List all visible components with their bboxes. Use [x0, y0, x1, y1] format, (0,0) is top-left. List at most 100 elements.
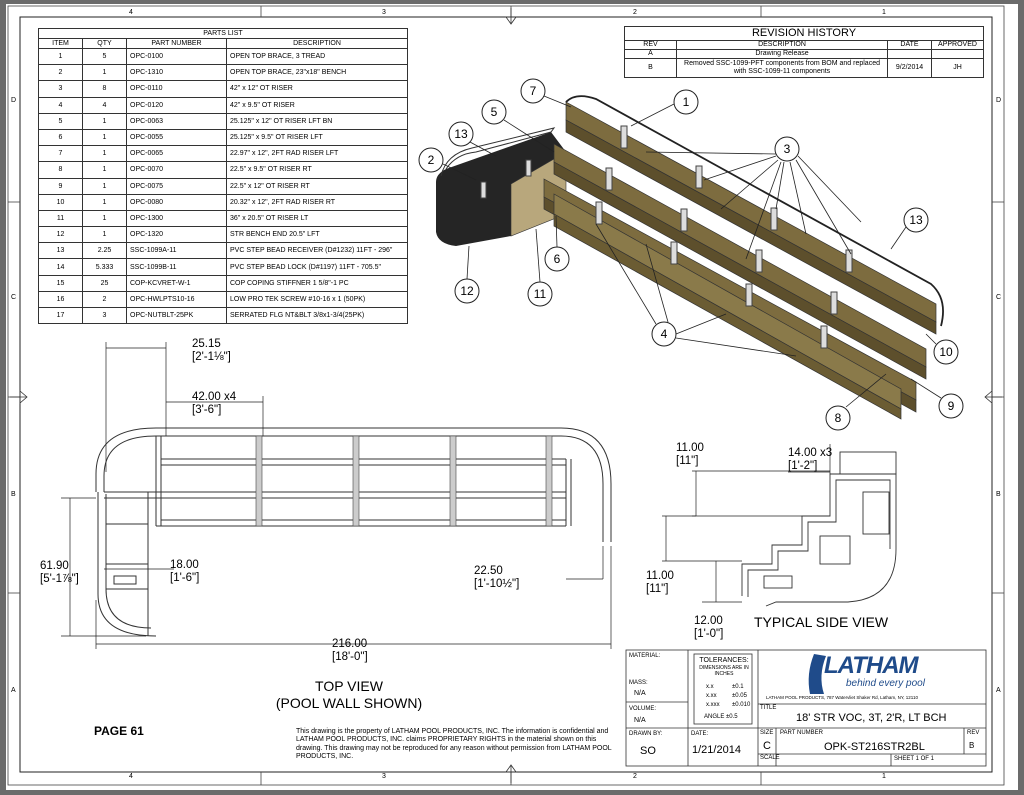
qty-cell: 1	[82, 193, 127, 211]
item-cell: 3	[38, 80, 83, 98]
dim-22-50: 22.50	[474, 565, 503, 577]
title-block-frame	[625, 649, 987, 767]
dim-216: 216.00	[332, 638, 368, 650]
part-number-cell: OPC-0063	[126, 112, 227, 130]
item-cell: 7	[38, 145, 83, 163]
tol-key-1: x.x	[706, 684, 714, 690]
part-number-label: PART NUMBER	[780, 730, 824, 736]
zone-right-b: B	[996, 491, 1001, 498]
description-cell: 22.5" x 9.5" OT RISER RT	[226, 161, 408, 179]
qty-cell: 1	[82, 112, 127, 130]
rev-cell	[887, 49, 932, 59]
tolerances-title: TOLERANCES:	[699, 657, 749, 664]
latham-tagline: behind every pool	[846, 678, 925, 689]
property-notice: This drawing is the property of LATHAM P…	[296, 728, 612, 761]
item-cell: 16	[38, 290, 83, 309]
zone-left-b: B	[11, 491, 16, 498]
description-cell: 36" x 20.5" OT RISER LT	[226, 209, 408, 228]
balloon-6: 6	[554, 252, 561, 266]
part-number-cell: OPC-NUTBLT-25PK	[126, 306, 227, 325]
zone-bottom-2: 2	[633, 773, 637, 780]
qty-cell: 1	[82, 177, 127, 195]
side-dim-12-ft: [1'-0"]	[694, 628, 724, 640]
zone-right-c: C	[996, 294, 1002, 301]
description-cell: STR BENCH END 20.5" LFT	[226, 226, 408, 244]
rev-header-approved: APPROVED	[931, 40, 984, 50]
sheet-label: SHEET 1 OF 1	[894, 756, 934, 762]
dim-42-x4: 42.00 x4	[192, 391, 237, 403]
balloon-10: 10	[939, 345, 953, 359]
dim-61-90: 61.90	[40, 560, 69, 572]
description-cell: PVC STEP BEAD LOCK (D#1197) 11FT - 705.5…	[226, 258, 408, 276]
balloon-13b: 13	[909, 213, 923, 227]
tolerances-sub: DIMENSIONS ARE IN INCHES	[699, 665, 749, 677]
tol-val-2: ±0.05	[732, 693, 747, 699]
balloon-5: 5	[491, 105, 498, 119]
part-number-cell: OPC-0100	[126, 47, 227, 66]
item-cell: 9	[38, 177, 83, 195]
rev-value: B	[969, 741, 975, 750]
latham-logo-mark	[808, 654, 826, 694]
size-value: C	[763, 740, 771, 752]
outer-border	[7, 5, 1005, 786]
scale-label: SCALE	[760, 755, 780, 761]
balloon-2: 2	[428, 153, 435, 167]
description-cell: LOW PRO TEK SCREW #10-16 x 1 (50PK)	[226, 290, 408, 309]
item-cell: 5	[38, 112, 83, 130]
part-number-cell: OPC-1310	[126, 64, 227, 82]
qty-cell: 25	[82, 274, 127, 292]
rev-header-rev: REV	[624, 40, 677, 50]
side-dim-11-mid: 11.00	[646, 570, 674, 582]
part-number-cell: SSC-1099A-11	[126, 242, 227, 260]
part-number-cell: OPC-HWLPTS10-16	[126, 290, 227, 309]
zone-left-a: A	[11, 687, 16, 694]
dim-18: 18.00	[170, 559, 199, 571]
dim-216-ft: [18'-0"]	[332, 651, 368, 663]
dim-22-50-ft: [1'-10½"]	[474, 578, 520, 590]
top-view-caption-sub: (POOL WALL SHOWN)	[275, 695, 423, 711]
dim-42-x4-ft: [3'-6"]	[192, 404, 222, 416]
description-cell: 22.5" x 12" OT RISER RT	[226, 177, 408, 195]
part-number-cell: OPC-0120	[126, 96, 227, 114]
description-cell: 20.32" x 12", 2FT RAD RISER RT	[226, 193, 408, 211]
qty-cell: 5	[82, 47, 127, 66]
dim-25-15: 25.15	[192, 338, 221, 350]
drawing-graphics: 1 2 3 4 5 6 7 8 9 10 11 12 13 13	[7, 5, 1005, 786]
zone-top-1: 1	[882, 9, 886, 16]
revision-row: A Drawing Release	[624, 49, 984, 59]
volume-value: N/A	[634, 717, 646, 724]
side-view-dimension-lines	[662, 444, 831, 603]
balloon-circles	[418, 78, 964, 431]
side-dim-11-top: 11.00	[676, 442, 704, 454]
item-cell: 17	[38, 306, 83, 325]
part-number-value: OPK-ST216STR2BL	[824, 741, 925, 753]
parts-list-table: PARTS LIST ITEM QTY PART NUMBER DESCRIPT…	[38, 28, 408, 325]
description-cell: COP COPING STIFFNER 1 5/8"-1 PC	[226, 274, 408, 292]
top-view-dimension-lines	[61, 342, 612, 649]
isometric-view	[436, 95, 944, 420]
zone-bottom-3: 3	[382, 773, 386, 780]
tol-key-3: x.xxx	[706, 702, 720, 708]
tol-angle: ANGLE ±0.5	[704, 714, 738, 720]
balloon-9: 9	[948, 399, 955, 413]
parts-list-header-part-number: PART NUMBER	[126, 38, 227, 49]
zone-right-a: A	[996, 687, 1001, 694]
size-label: SIZE	[760, 730, 774, 736]
revision-history-table: REVISION HISTORY REV DESCRIPTION DATE AP…	[624, 26, 984, 78]
part-number-cell: SSC-1099B-11	[126, 258, 227, 276]
part-number-cell: OPC-0080	[126, 193, 227, 211]
tol-val-3: ±0.010	[732, 702, 751, 708]
rev-cell: Removed SSC-1099-PFT components from BOM…	[676, 58, 888, 78]
item-cell: 1	[38, 47, 83, 66]
rev-label: REV	[967, 730, 980, 736]
description-cell: OPEN TOP BRACE, 23"x18" BENCH	[226, 64, 408, 82]
side-view	[741, 451, 897, 607]
